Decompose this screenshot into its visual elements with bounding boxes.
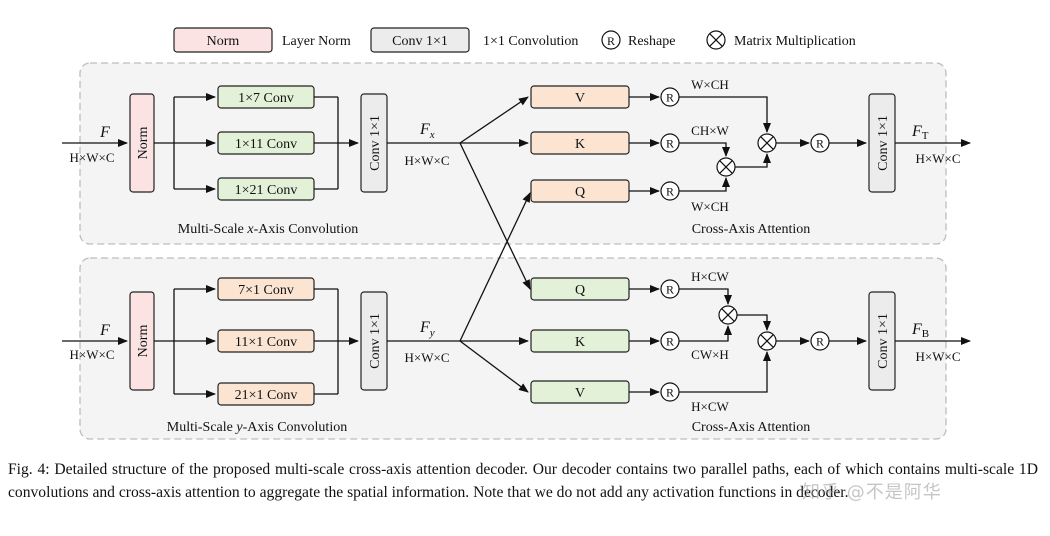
- bottom-attn-label: Cross-Axis Attention: [692, 420, 811, 435]
- svg-text:R: R: [666, 137, 674, 151]
- top-norm-label: Norm: [136, 127, 151, 160]
- reshape-icon: R: [660, 87, 680, 107]
- top-path-panel: [79, 62, 947, 245]
- legend-reshape-icon: [601, 30, 621, 50]
- top-attn-label: Cross-Axis Attention: [692, 222, 811, 237]
- matmul-icon: [718, 305, 738, 325]
- svg-text:R: R: [816, 137, 824, 151]
- top-reshape-dims-v: W×CH: [691, 77, 729, 92]
- reshape-icon: R: [660, 382, 680, 402]
- legend-matmul-desc: Matrix Multiplication: [734, 34, 856, 49]
- svg-text:R: R: [666, 386, 674, 400]
- legend-norm-box: [173, 27, 273, 53]
- top-fuse-conv-label: Conv 1×1: [368, 115, 383, 171]
- bottom-reshape-dims-k: CW×H: [691, 347, 729, 362]
- reshape-icon: R: [810, 331, 830, 351]
- reshape-icon: R: [660, 331, 680, 351]
- bottom-attn-v-label: V: [575, 386, 585, 401]
- legend-conv-box: [370, 27, 470, 53]
- bottom-input-label: F: [99, 322, 110, 339]
- legend-conv-box-label: Conv 1×1: [392, 34, 448, 49]
- top-output-label: FT: [911, 123, 929, 142]
- bottom-attn-k-label: K: [575, 335, 585, 350]
- bottom-reshape-dims-q: H×CW: [691, 269, 729, 284]
- legend-norm-box-label: Norm: [207, 34, 240, 49]
- svg-text:R: R: [666, 335, 674, 349]
- bottom-out-conv-label: Conv 1×1: [876, 313, 891, 369]
- legend-norm-desc: Layer Norm: [282, 34, 351, 49]
- bottom-input-dims: H×W×C: [70, 347, 115, 362]
- bottom-conv-7x1-label: 7×1 Conv: [238, 283, 294, 298]
- top-module-label: Multi-Scale x-Axis Convolution: [178, 222, 358, 237]
- bottom-reshape-dims-v: H×CW: [691, 399, 729, 414]
- bottom-attn-q-label: Q: [575, 283, 585, 298]
- top-out-conv-label: Conv 1×1: [876, 115, 891, 171]
- top-attn-k-label: K: [575, 137, 585, 152]
- reshape-icon: R: [660, 181, 680, 201]
- top-path: F H×W×C Norm 1×7 Conv 1×11 Conv 1×21 Con…: [62, 77, 971, 290]
- top-reshape-dims-k: CH×W: [691, 123, 729, 138]
- top-feature-label: Fx: [419, 121, 435, 141]
- bottom-module-label: Multi-Scale y-Axis Convolution: [167, 420, 347, 435]
- top-attn-q-label: Q: [575, 185, 585, 200]
- svg-text:R: R: [666, 283, 674, 297]
- reshape-icon: R: [660, 133, 680, 153]
- bottom-feature-dims: H×W×C: [405, 350, 450, 365]
- legend-matmul-icon: [706, 30, 726, 50]
- top-output-dims: H×W×C: [916, 151, 961, 166]
- top-conv-1x11-label: 1×11 Conv: [235, 137, 297, 152]
- top-attn-v-label: V: [575, 91, 585, 106]
- bottom-output-dims: H×W×C: [916, 349, 961, 364]
- bottom-conv-11x1-label: 11×1 Conv: [235, 335, 297, 350]
- reshape-icon: R: [660, 279, 680, 299]
- svg-text:R: R: [816, 335, 824, 349]
- watermark: 知乎 @不是阿华: [802, 482, 942, 503]
- matmul-icon: [757, 331, 777, 351]
- bottom-feature-label: Fy: [419, 319, 435, 339]
- top-input-dims: H×W×C: [70, 150, 115, 165]
- legend-reshape-symbol: R: [607, 34, 615, 48]
- top-input-label: F: [99, 124, 110, 141]
- top-reshape-dims-q: W×CH: [691, 199, 729, 214]
- bottom-fuse-conv-label: Conv 1×1: [368, 313, 383, 369]
- bottom-output-label: FB: [911, 321, 929, 340]
- bottom-norm-label: Norm: [136, 325, 151, 358]
- top-conv-1x7-label: 1×7 Conv: [238, 91, 294, 106]
- architecture-diagram: Norm Layer Norm Conv 1×1 1×1 Convolution…: [62, 27, 971, 440]
- bottom-conv-21x1-label: 21×1 Conv: [235, 388, 298, 403]
- top-feature-dims: H×W×C: [405, 153, 450, 168]
- svg-text:R: R: [666, 185, 674, 199]
- figure-caption: Fig. 4: Detailed structure of the propos…: [8, 461, 1038, 501]
- legend-reshape-desc: Reshape: [628, 34, 675, 49]
- top-conv-1x21-label: 1×21 Conv: [235, 183, 298, 198]
- bottom-path: F H×W×C Norm 7×1 Conv 11×1 Conv 21×1 Con…: [62, 192, 971, 435]
- legend: Norm Layer Norm Conv 1×1 1×1 Convolution…: [173, 27, 856, 53]
- matmul-icon: [716, 157, 736, 177]
- matmul-icon: [757, 133, 777, 153]
- reshape-icon: R: [810, 133, 830, 153]
- legend-conv-desc: 1×1 Convolution: [483, 34, 578, 49]
- svg-text:R: R: [666, 91, 674, 105]
